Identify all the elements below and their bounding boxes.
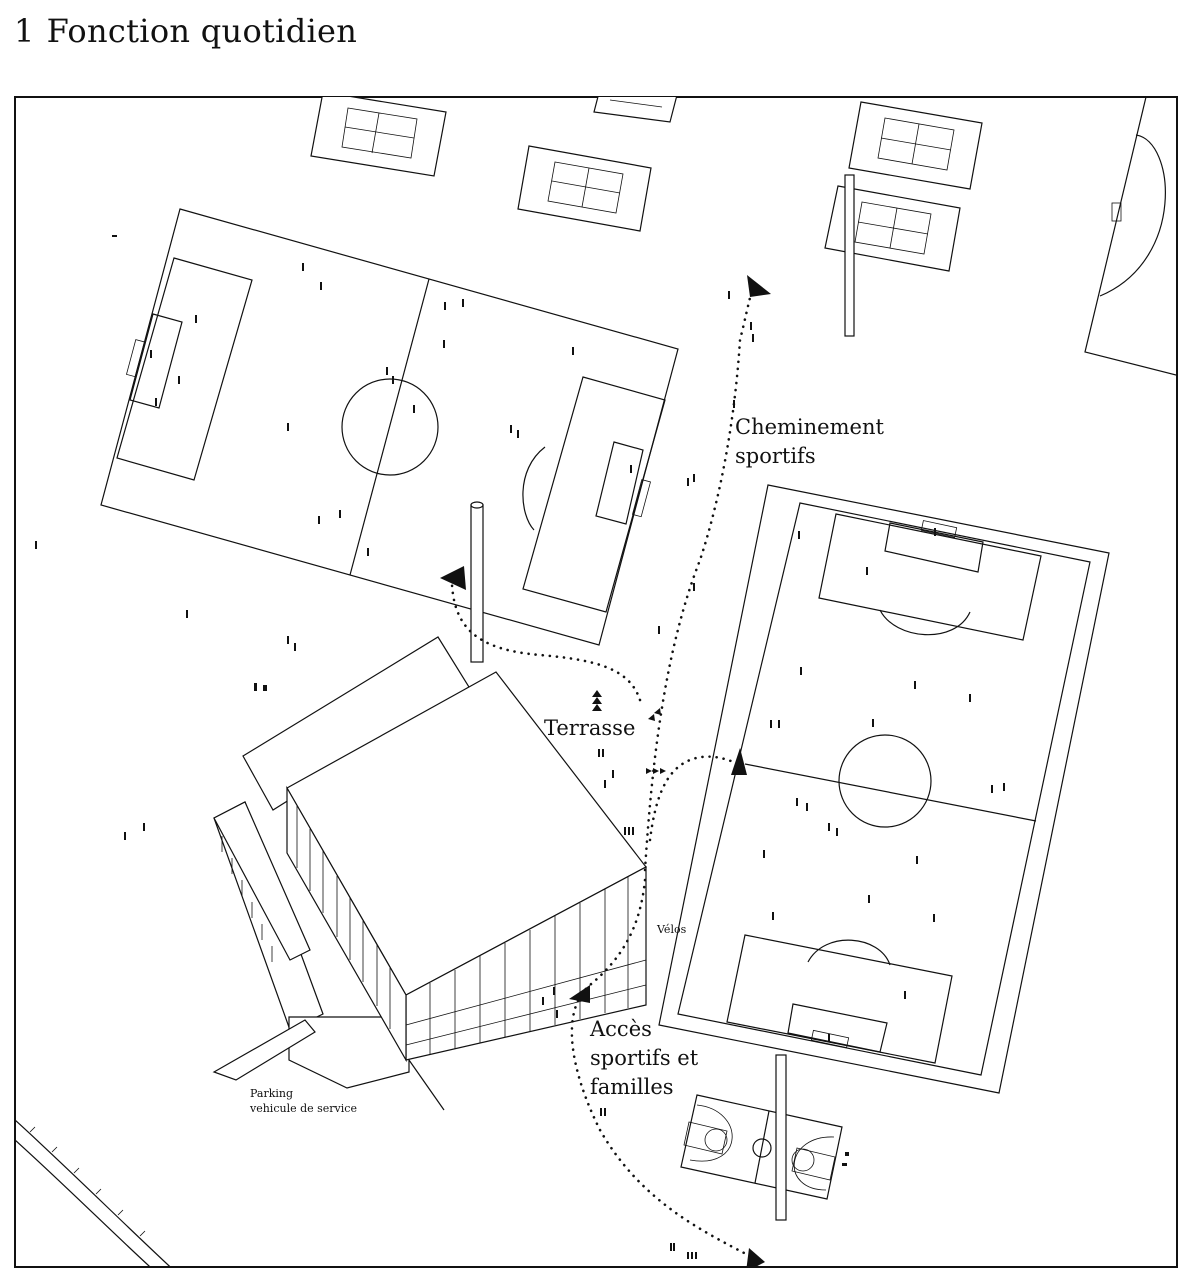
path-cheminement-sportifs [643, 288, 754, 872]
partial-pitch-east [1084, 97, 1177, 376]
tennis-court-3 [517, 145, 652, 232]
page-number: 1 [14, 12, 35, 50]
football-pitch-east [658, 484, 1110, 1094]
arrow-north-pitch [440, 566, 466, 590]
tennis-courts [310, 97, 983, 337]
page-title-text: Fonction quotidien [46, 12, 358, 50]
lighting-pole-west [470, 501, 484, 663]
arrow-north-east [747, 275, 771, 297]
circulation-paths [450, 288, 754, 1257]
site-boundary-arc [15, 1119, 172, 1267]
people-figures [35, 235, 1005, 1259]
path-to-east-pitch [648, 755, 742, 842]
basketball-court [680, 1054, 843, 1221]
arrow-entrance [569, 985, 590, 1003]
plan-frame [14, 96, 1178, 1268]
label-acces-line3: familles [590, 1075, 674, 1099]
page-title: 1 Fonction quotidien [14, 12, 357, 50]
label-cheminement-line1: Cheminement [735, 415, 884, 439]
label-velos: Vélos [656, 923, 687, 936]
label-acces-line2: sportifs et [590, 1046, 699, 1070]
tennis-court-4 [848, 101, 983, 190]
label-cheminement-line2: sportifs [735, 444, 816, 468]
tennis-court-1 [310, 97, 447, 177]
tennis-court-5 [824, 185, 961, 272]
label-terrasse: Terrasse [544, 716, 635, 740]
label-acces-line1: Accès [589, 1017, 652, 1041]
arrow-east-pitch [731, 748, 747, 775]
sports-building [212, 636, 647, 1111]
arrow-south [746, 1248, 765, 1267]
lighting-mast [844, 174, 855, 337]
path-acces-familles [570, 878, 750, 1257]
direction-arrows [440, 275, 771, 1267]
football-pitch-north [100, 208, 679, 646]
tennis-court-2 [593, 97, 678, 123]
label-parking-line2: vehicule de service [249, 1102, 357, 1115]
label-parking-line1: Parking [250, 1087, 293, 1100]
path-to-north-pitch [450, 583, 642, 702]
